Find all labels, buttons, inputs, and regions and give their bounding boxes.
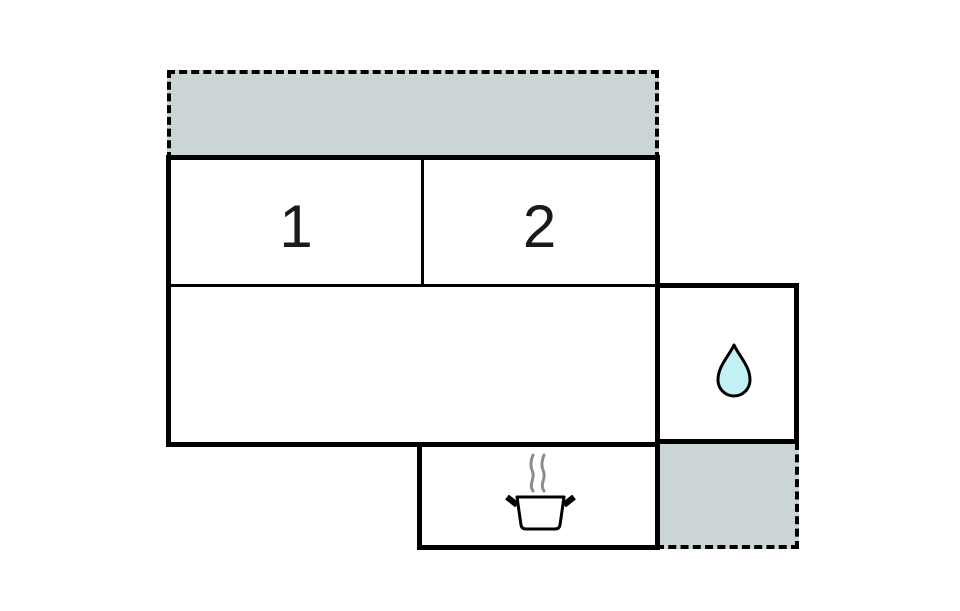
water-drop-icon xyxy=(716,343,752,398)
room-2-label: 2 xyxy=(522,192,557,260)
living-room xyxy=(171,287,657,442)
terrace-bottom xyxy=(656,442,799,549)
building-outline xyxy=(166,155,660,447)
cooking-pot-icon xyxy=(505,494,576,531)
room-1-label: 1 xyxy=(279,192,313,260)
room-divider-vertical xyxy=(421,160,424,286)
terrace-top xyxy=(167,70,659,160)
room-divider-horizontal xyxy=(171,284,657,287)
kitchen-room xyxy=(417,442,660,550)
steam-icon xyxy=(529,453,546,493)
